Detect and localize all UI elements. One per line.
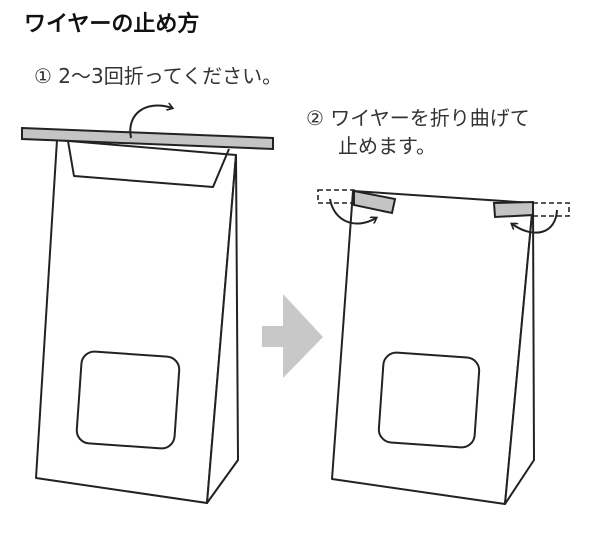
fold-arrow-icon xyxy=(129,106,172,139)
left-wire-original-position xyxy=(317,189,355,204)
bag-2-window xyxy=(377,351,481,449)
right-fold-arrow-icon xyxy=(512,209,558,234)
right-arrow-icon xyxy=(262,294,323,378)
right-wire-folded xyxy=(492,200,534,219)
bag-1-front-panel xyxy=(35,139,237,504)
step-1-instruction: ① 2〜3回折ってください。 xyxy=(34,60,282,89)
page-title: ワイヤーの止め方 xyxy=(24,12,200,37)
bag-step-2 xyxy=(331,190,535,505)
wire-tie-bar xyxy=(21,126,274,151)
bag-2-side-panel xyxy=(504,202,535,505)
bag-step-1 xyxy=(35,139,239,504)
step-1-text: 2〜3回折ってください。 xyxy=(58,64,283,88)
bag-1-side-panel xyxy=(206,154,239,504)
left-wire-folded xyxy=(353,189,397,215)
bag-2-front-panel xyxy=(331,190,534,505)
step-1-number: ① xyxy=(34,64,52,88)
step-2-instruction: ② ワイヤーを折り曲げて 止めます。 xyxy=(306,104,530,160)
bag-1-top-flap xyxy=(67,140,230,188)
bag-1-window xyxy=(75,350,181,450)
right-wire-fold xyxy=(492,200,570,234)
step-2-text-line1: ワイヤーを折り曲げて xyxy=(330,106,530,130)
right-wire-original-position xyxy=(532,202,570,217)
left-fold-arrow-icon xyxy=(329,198,376,225)
left-wire-fold xyxy=(317,189,397,225)
step-2-number: ② xyxy=(306,106,324,130)
step-2-text-line2: 止めます。 xyxy=(338,134,436,158)
